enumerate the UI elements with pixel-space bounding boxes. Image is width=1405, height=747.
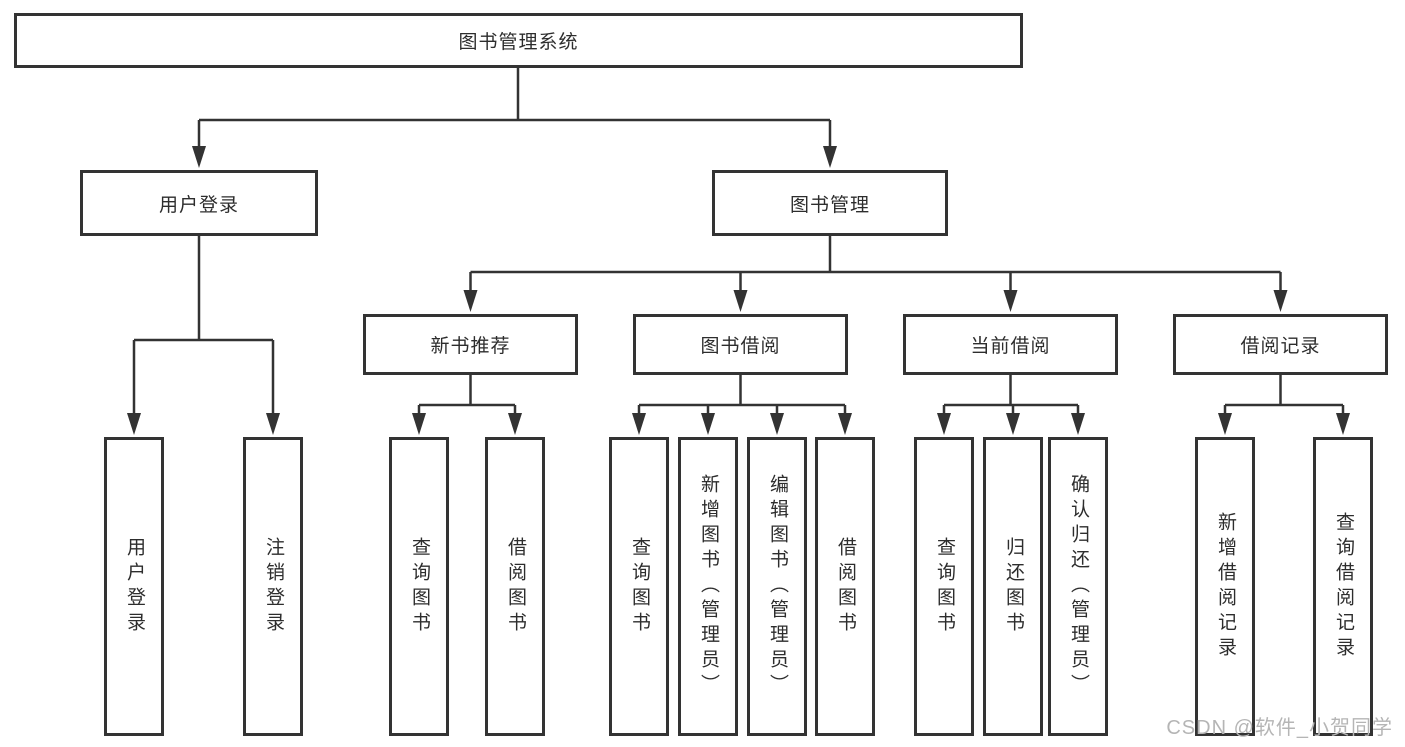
node-label: 借阅图书 [504,536,526,637]
node-label: 编辑图书（管理员） [766,474,788,699]
node-new-book-recommendation: 新书推荐 [363,314,578,375]
node-label: 用户登录 [123,536,145,637]
node-book-borrowing: 图书借阅 [633,314,848,375]
node-book-management: 图书管理 [712,170,948,236]
node-label: 确认归还（管理员） [1067,474,1089,699]
node-label: 查询图书 [408,536,430,637]
node-label: 查询图书 [933,536,955,637]
node-user-login: 用户登录 [80,170,318,236]
leaf-query-borrow-record: 查询借阅记录 [1313,437,1373,736]
node-label: 新书推荐 [430,336,511,357]
arrowheads [127,146,1350,435]
node-label: 新增借阅记录 [1214,511,1236,662]
node-label: 借阅记录 [1240,336,1321,357]
node-label: 当前借阅 [970,336,1051,357]
leaf-add-borrow-record: 新增借阅记录 [1195,437,1255,736]
leaf-logout-login: 注销登录 [243,437,303,736]
node-label: 图书借阅 [700,336,781,357]
leaf-query-books-recommend: 查询图书 [389,437,449,736]
leaf-borrow-books: 借阅图书 [815,437,875,736]
node-label: 图书管理 [789,194,870,216]
node-current-borrowing: 当前借阅 [903,314,1118,375]
node-label: 借阅图书 [834,536,856,637]
leaf-edit-books-admin: 编辑图书（管理员） [747,437,807,736]
leaf-query-books-current: 查询图书 [914,437,974,736]
leaf-add-books-admin: 新增图书（管理员） [678,437,738,736]
node-label: 用户登录 [158,194,239,216]
tree-edges [132,68,1345,414]
csdn-watermark: CSDN @软件_小贺同学 [1166,717,1393,739]
node-label: 图书管理系统 [458,32,579,53]
node-library-system: 图书管理系统 [14,13,1023,68]
leaf-return-books: 归还图书 [983,437,1043,736]
leaf-query-books-borrow: 查询图书 [609,437,669,736]
node-borrowing-records: 借阅记录 [1173,314,1388,375]
node-label: 归还图书 [1002,536,1024,637]
node-label: 注销登录 [262,536,284,637]
node-label: 查询借阅记录 [1332,511,1354,662]
leaf-confirm-return-admin: 确认归还（管理员） [1048,437,1108,736]
node-label: 查询图书 [628,536,650,637]
leaf-borrow-books-recommend: 借阅图书 [485,437,545,736]
leaf-user-login: 用户登录 [104,437,164,736]
node-label: 新增图书（管理员） [697,474,719,699]
